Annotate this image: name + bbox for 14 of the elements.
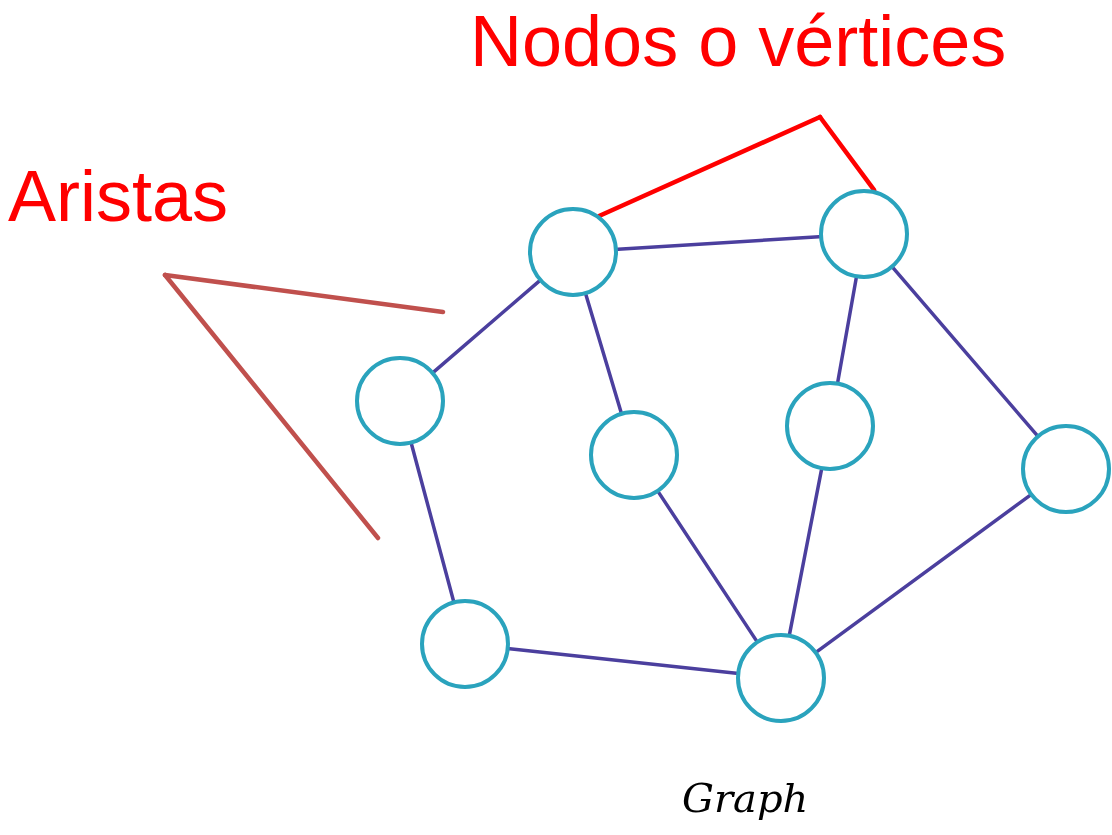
graph-edge	[836, 276, 858, 384]
callout-label: Aristas	[8, 155, 229, 238]
graph-edge	[616, 235, 821, 251]
leader-line	[162, 272, 381, 541]
graph-edge	[432, 279, 541, 374]
graph-edge	[815, 493, 1032, 654]
diagram-caption: Graph	[682, 778, 809, 818]
graph-edge	[657, 490, 758, 643]
leader-line	[817, 114, 877, 193]
graph-edge	[891, 266, 1039, 437]
graph-edge	[409, 442, 456, 603]
callout-label: Nodos o vértices	[470, 0, 1007, 83]
graph-edge	[787, 468, 824, 636]
graph-edge	[584, 293, 623, 414]
